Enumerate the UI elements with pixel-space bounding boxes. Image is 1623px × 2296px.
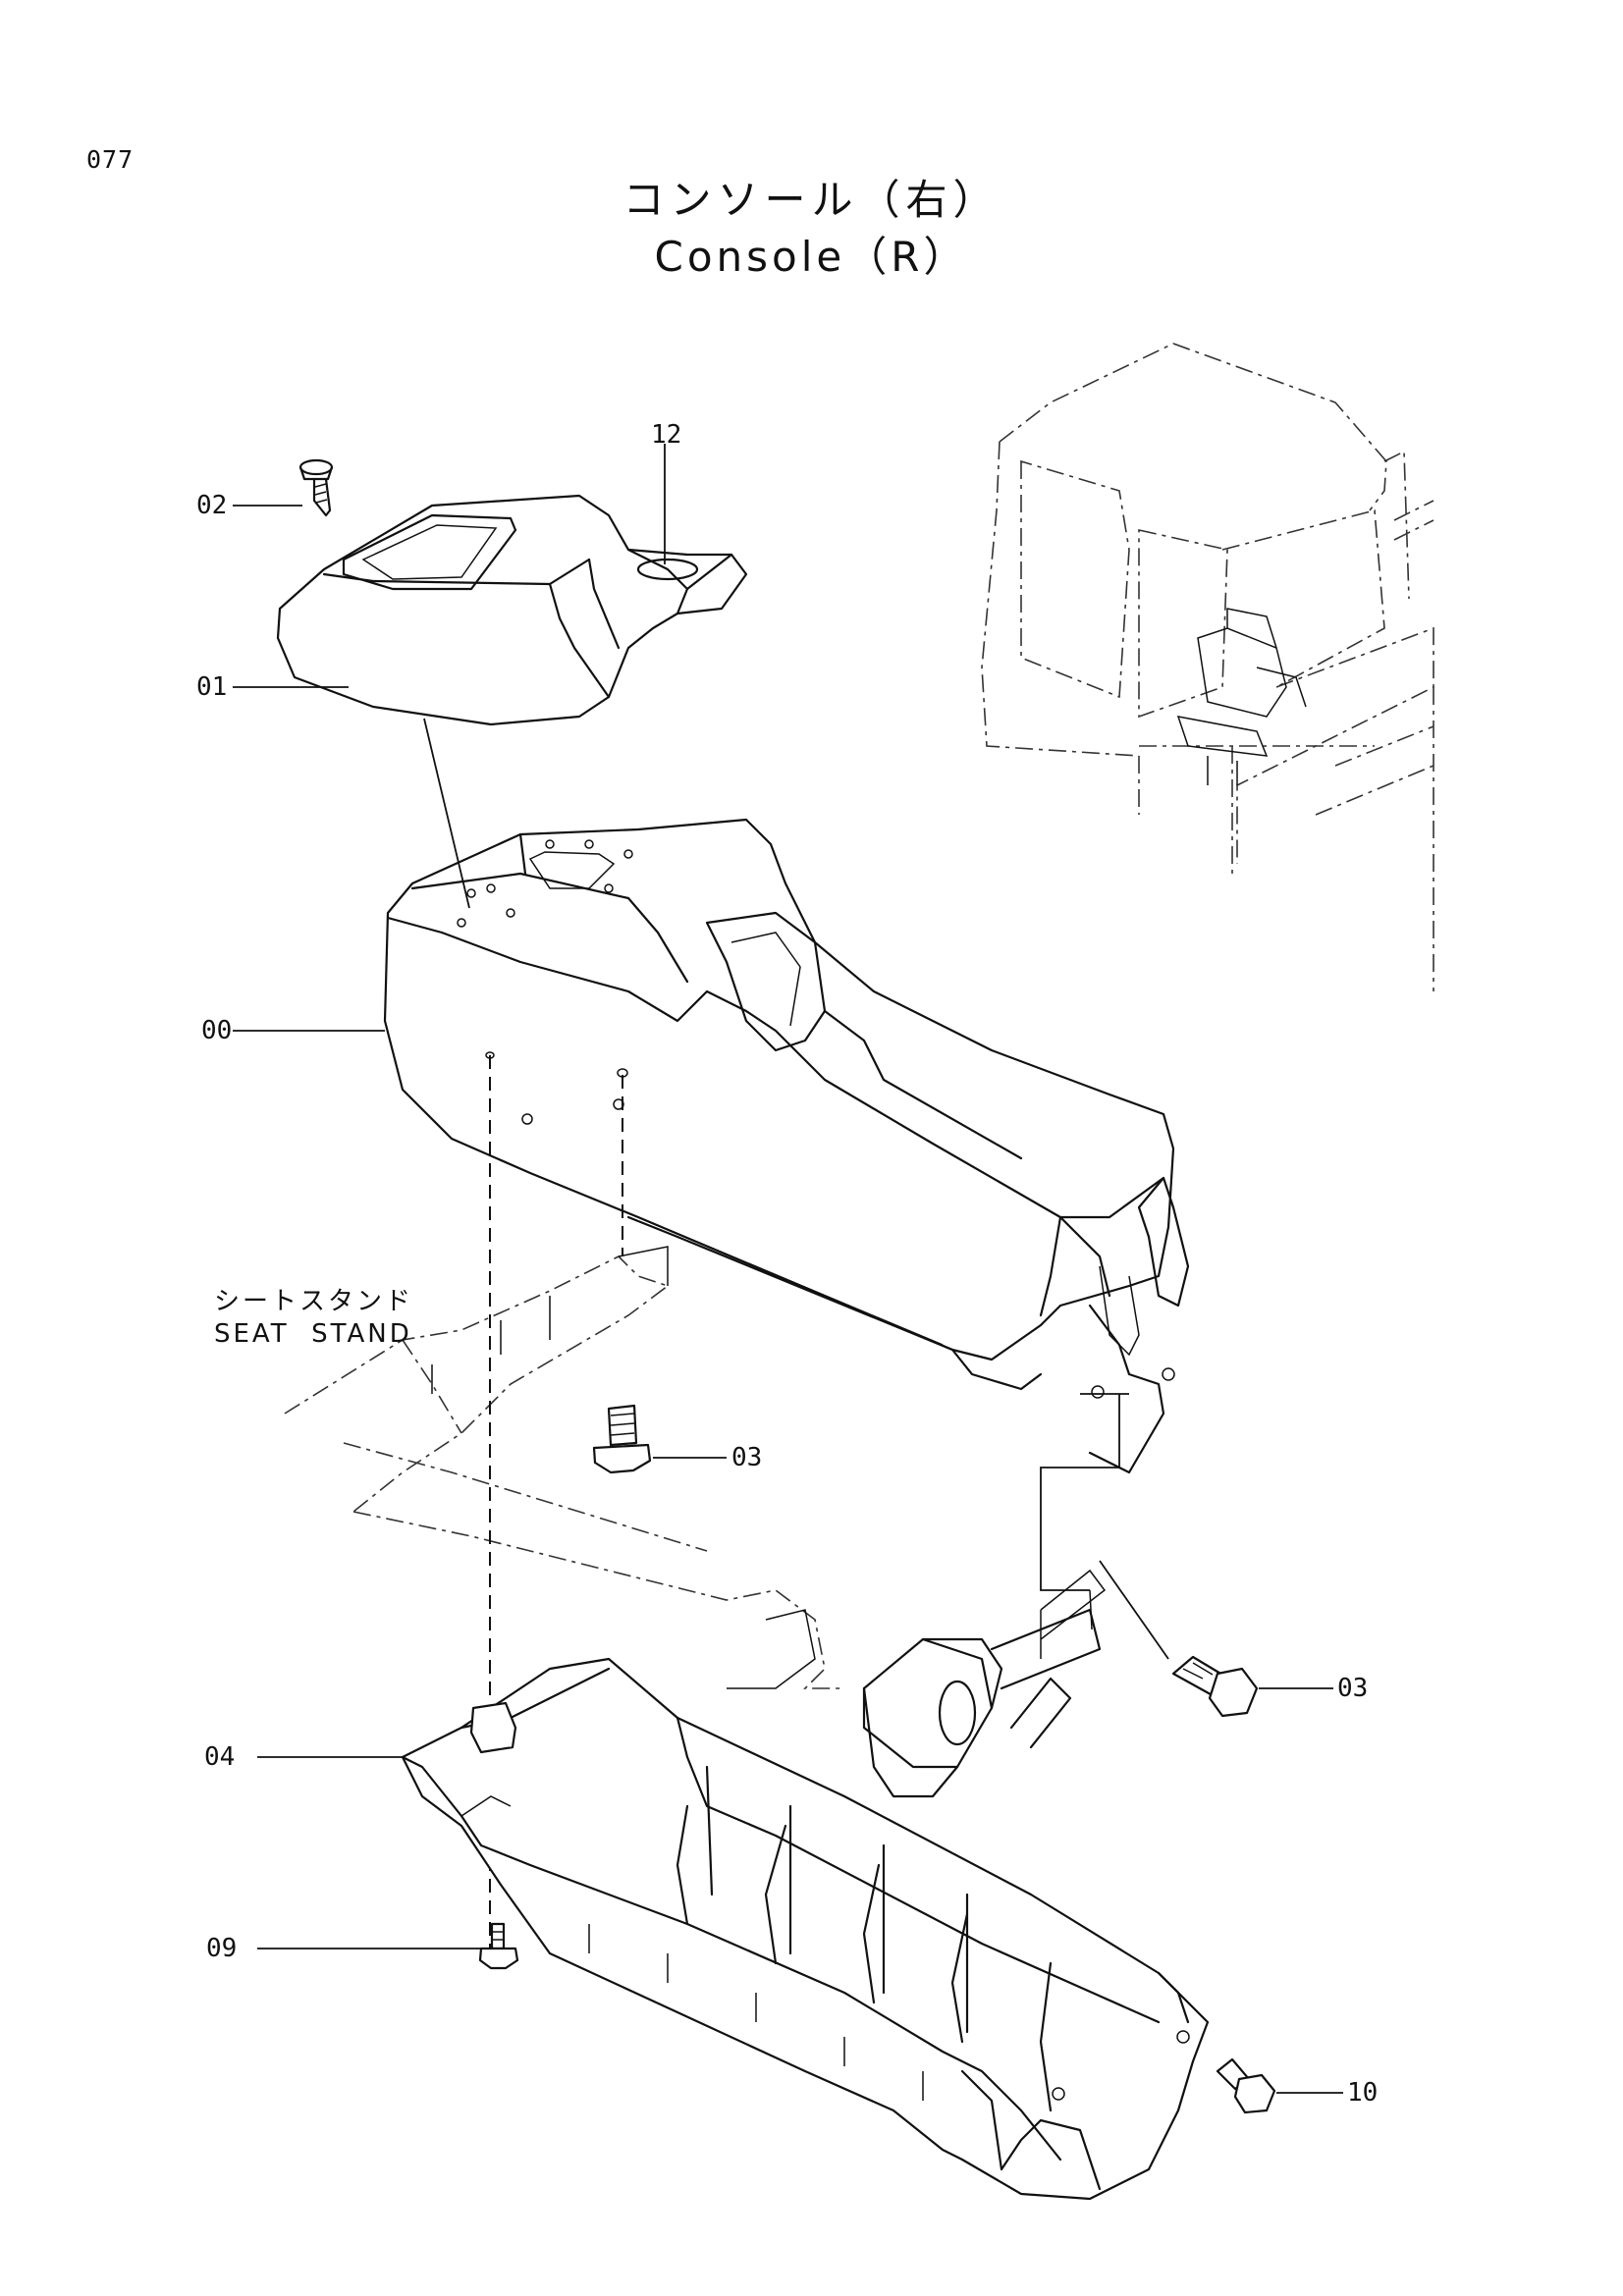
callout-04: 04 (204, 1742, 236, 1772)
diagram-title-jp: コンソール（右） (622, 176, 1001, 224)
assembly-line-e (1040, 1394, 1120, 1591)
hinge-bracket (862, 1589, 1102, 1798)
seat-stand-label-en: SEAT STAND (214, 1318, 412, 1349)
callout-02: 02 (196, 491, 228, 520)
part-03-bolt-upper (592, 1404, 652, 1474)
callout-leaders (233, 444, 1343, 2094)
page-number: 077 (86, 145, 135, 174)
part-09-screw (478, 1922, 519, 1970)
seat-stand-label: シートスタンド SEAT STAND (214, 1286, 413, 1350)
diagram-title-en: Console（R） (654, 233, 969, 281)
part-03-bolt-lower (1171, 1655, 1259, 1718)
callout-10: 10 (1347, 2078, 1379, 2108)
callout-03-lower: 03 (1337, 1674, 1369, 1703)
callout-12: 12 (651, 420, 682, 450)
assembly-line-d (423, 718, 470, 909)
seat-stand-label-jp: シートスタンド (214, 1287, 414, 1316)
part-00-console-body (383, 818, 1190, 1474)
part-01-top-cover (276, 494, 748, 726)
callout-00: 00 (201, 1016, 233, 1045)
part-10-screw (1216, 2057, 1276, 2114)
callout-09: 09 (206, 1934, 238, 1963)
assembly-line-f (1080, 1393, 1169, 1660)
cab-reference-view (981, 343, 1434, 991)
callout-01: 01 (196, 672, 228, 702)
part-04-lower-cover (401, 1657, 1210, 2201)
part-02-screw (298, 458, 334, 517)
callout-03-upper: 03 (731, 1443, 763, 1472)
